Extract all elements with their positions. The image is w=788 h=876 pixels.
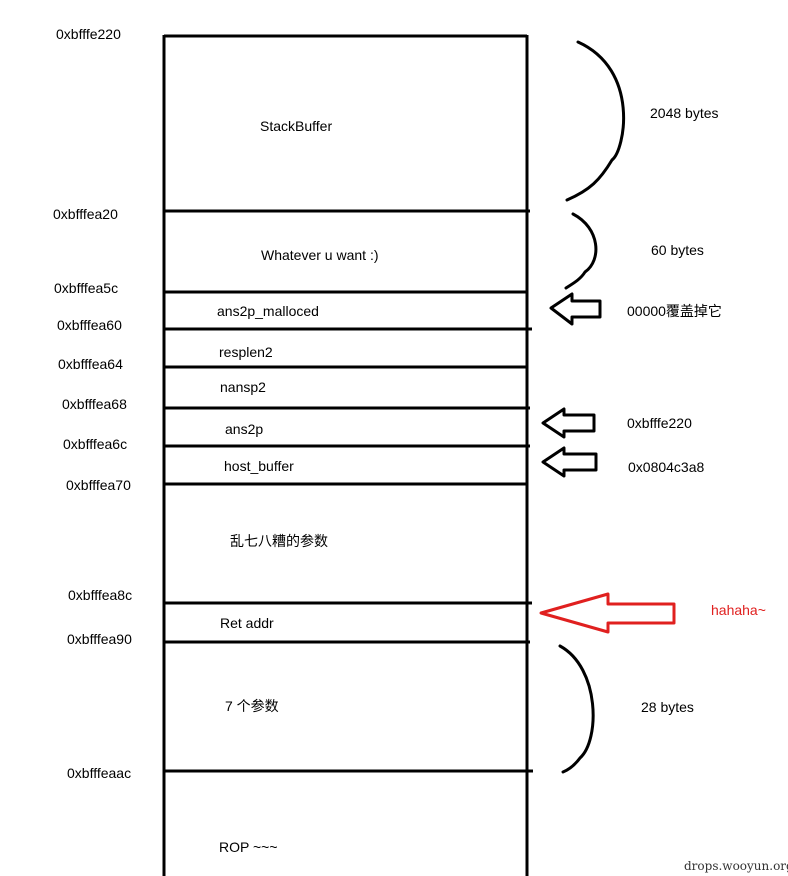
size-label: 2048 bytes xyxy=(650,105,719,121)
slot-label: resplen2 xyxy=(219,344,273,360)
brace-28 xyxy=(558,644,595,774)
note-label-red: hahaha~ xyxy=(711,602,766,618)
slot-label: ans2p_malloced xyxy=(217,303,319,319)
slot-label: ans2p xyxy=(225,421,264,437)
slot-dividers xyxy=(164,209,533,773)
address-label: 0xbfffea68 xyxy=(62,396,127,412)
address-label: 0xbfffea60 xyxy=(57,317,122,333)
note-label: 00000覆盖掉它 xyxy=(627,303,722,319)
slot-label: ROP ~~~ xyxy=(219,839,278,855)
arrow-ret-addr xyxy=(539,592,676,634)
brace-60 xyxy=(564,212,598,290)
slot-label: 乱七八糟的参数 xyxy=(230,533,328,549)
brace-2048 xyxy=(565,40,626,202)
address-label: 0xbfffea6c xyxy=(63,436,128,452)
address-label: 0xbfffea20 xyxy=(53,206,118,222)
size-label: 60 bytes xyxy=(651,242,704,258)
slot-label: 7 个参数 xyxy=(225,698,279,714)
address-label: 0xbfffea64 xyxy=(58,356,123,372)
slot-label: Whatever u want :) xyxy=(261,247,379,263)
address-label: 0xbfffea8c xyxy=(68,587,133,603)
slot-label: StackBuffer xyxy=(260,118,333,134)
slot-label: host_buffer xyxy=(224,458,294,474)
address-label: 0xbfffeaac xyxy=(67,765,132,781)
black-arrows xyxy=(541,292,602,478)
address-label: 0xbfffea70 xyxy=(66,477,131,493)
note-label: 0x0804c3a8 xyxy=(628,459,705,475)
address-label: 0xbfffea90 xyxy=(67,631,132,647)
watermark: drops.wooyun.org xyxy=(684,859,788,873)
size-braces xyxy=(558,40,626,774)
arrow-host-buffer xyxy=(541,446,598,478)
stack-frame xyxy=(162,34,529,876)
slot-label: Ret addr xyxy=(220,615,274,631)
arrow-ans2p xyxy=(541,407,596,439)
address-label: 0xbfffea5c xyxy=(54,280,119,296)
note-label: 0xbfffe220 xyxy=(627,415,692,431)
slot-label: nansp2 xyxy=(220,379,266,395)
address-label: 0xbfffe220 xyxy=(56,26,121,42)
size-label: 28 bytes xyxy=(641,699,694,715)
arrow-ans2p-malloced xyxy=(549,292,602,326)
